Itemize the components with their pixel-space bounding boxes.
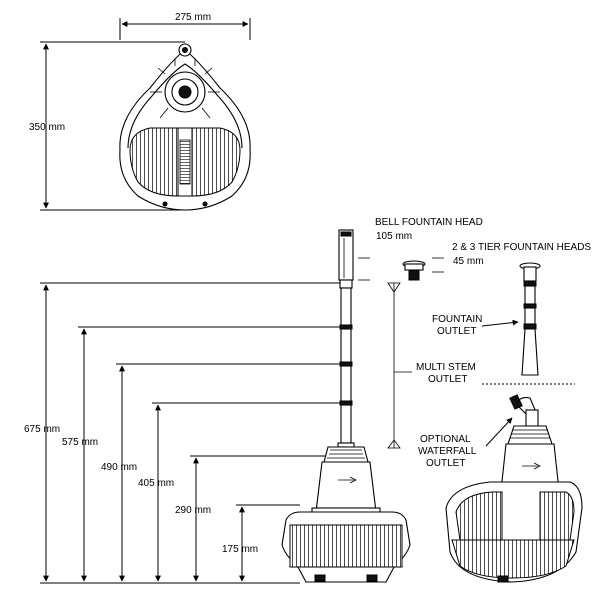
- fountain-outlet-line2: OUTLET: [437, 326, 476, 337]
- multi-stem-bottom-marker: [387, 439, 401, 449]
- tier-fountain-head-drawing: [519, 262, 541, 376]
- depth-label: 350 mm: [29, 122, 65, 133]
- height-dimensions: 675 mm 575 mm 490 mm 405 mm 290 mm 175 m…: [24, 282, 340, 584]
- top-view: 275 mm 350 mm: [29, 12, 251, 211]
- waterfall-line1: OPTIONAL: [420, 434, 471, 445]
- h405-label: 405 mm: [138, 478, 174, 489]
- waterfall-line2: WATERFALL: [418, 446, 477, 457]
- fountain-outlet-line1: FOUNTAIN: [432, 314, 482, 325]
- tier-heads-size: 45 mm: [453, 256, 484, 267]
- h675-label: 675 mm: [24, 424, 60, 435]
- multi-stem-line1: MULTI STEM: [416, 362, 476, 373]
- pump-side-view-drawing: [281, 229, 411, 583]
- waterfall-leader: [485, 417, 513, 447]
- tier-heads-title: 2 & 3 TIER FOUNTAIN HEADS: [452, 242, 591, 253]
- bell-head-title: BELL FOUNTAIN HEAD: [375, 217, 483, 228]
- multi-stem-line2: OUTLET: [428, 374, 467, 385]
- h175-label: 175 mm: [222, 544, 258, 555]
- multi-stem-top-marker: [387, 282, 401, 293]
- h290-label: 290 mm: [175, 505, 211, 516]
- fountain-head-callouts: BELL FOUNTAIN HEAD 105 mm 2 & 3 TIER FOU…: [358, 217, 591, 469]
- multi-stem: [337, 279, 355, 448]
- pump-top-view-drawing: [119, 43, 251, 211]
- pump-isometric-drawing: [445, 394, 583, 583]
- small-fountain-head-drawing: [402, 260, 426, 281]
- h575-label: 575 mm: [62, 437, 98, 448]
- width-label: 275 mm: [175, 12, 211, 23]
- bell-head-size: 105 mm: [376, 231, 412, 242]
- fountain-outlet-leader: [481, 319, 519, 327]
- h490-label: 490 mm: [101, 462, 137, 473]
- waterfall-line3: OUTLET: [426, 458, 465, 469]
